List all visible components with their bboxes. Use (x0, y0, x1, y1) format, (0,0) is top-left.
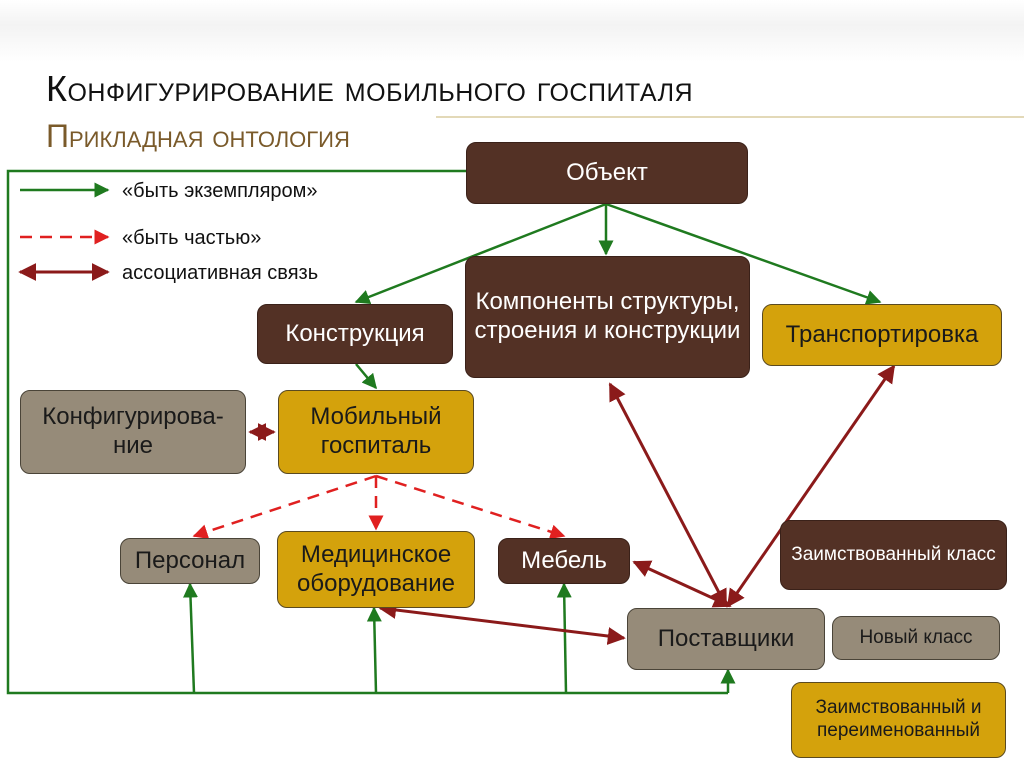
node-transport: Транспортировка (762, 304, 1002, 366)
node-personnel: Персонал (120, 538, 260, 584)
divider (436, 116, 1024, 118)
frame-line (6, 169, 728, 695)
node-hospital: Мобильный госпиталь (278, 390, 474, 474)
key-borrowed-renamed: Заимствованный и переименованный (791, 682, 1006, 758)
legend-association-label: ассоциативная связь (122, 262, 319, 284)
furniture-suppliers-association (632, 560, 732, 608)
hospital-to-personnel-arrow (192, 474, 377, 539)
header-band (0, 0, 1024, 62)
object-to-transport-arrow (605, 202, 882, 305)
construction-to-hospital-arrow (355, 363, 377, 390)
frame-to-personnel-arrow (183, 582, 198, 694)
node-object: Объект (466, 142, 748, 204)
object-to-construction-arrow (354, 202, 607, 305)
page-title: Конфигурирование мобильного госпиталя (46, 68, 694, 109)
node-configuring: Конфигурирова-ние (20, 390, 246, 474)
frame-to-equipment-arrow (366, 606, 382, 694)
key-new-class: Новый класс (832, 616, 1000, 660)
node-equipment: Медицинское оборудование (277, 531, 475, 608)
node-suppliers: Поставщики (627, 608, 825, 670)
legend-instance-label: «быть экземпляром» (122, 180, 318, 202)
hospital-to-furniture-arrow (375, 474, 566, 540)
node-components: Компоненты структуры, строения и констру… (465, 256, 750, 378)
key-borrowed: Заимствованный класс (780, 520, 1007, 590)
frame-to-furniture-arrow (556, 582, 572, 694)
transport-suppliers-association (726, 364, 896, 608)
page-subtitle: Прикладная онтология (46, 118, 350, 154)
legend-part-label: «быть частью» (122, 227, 262, 249)
node-furniture: Мебель (498, 538, 630, 584)
equipment-suppliers-association (378, 601, 626, 645)
node-construction: Конструкция (257, 304, 453, 364)
